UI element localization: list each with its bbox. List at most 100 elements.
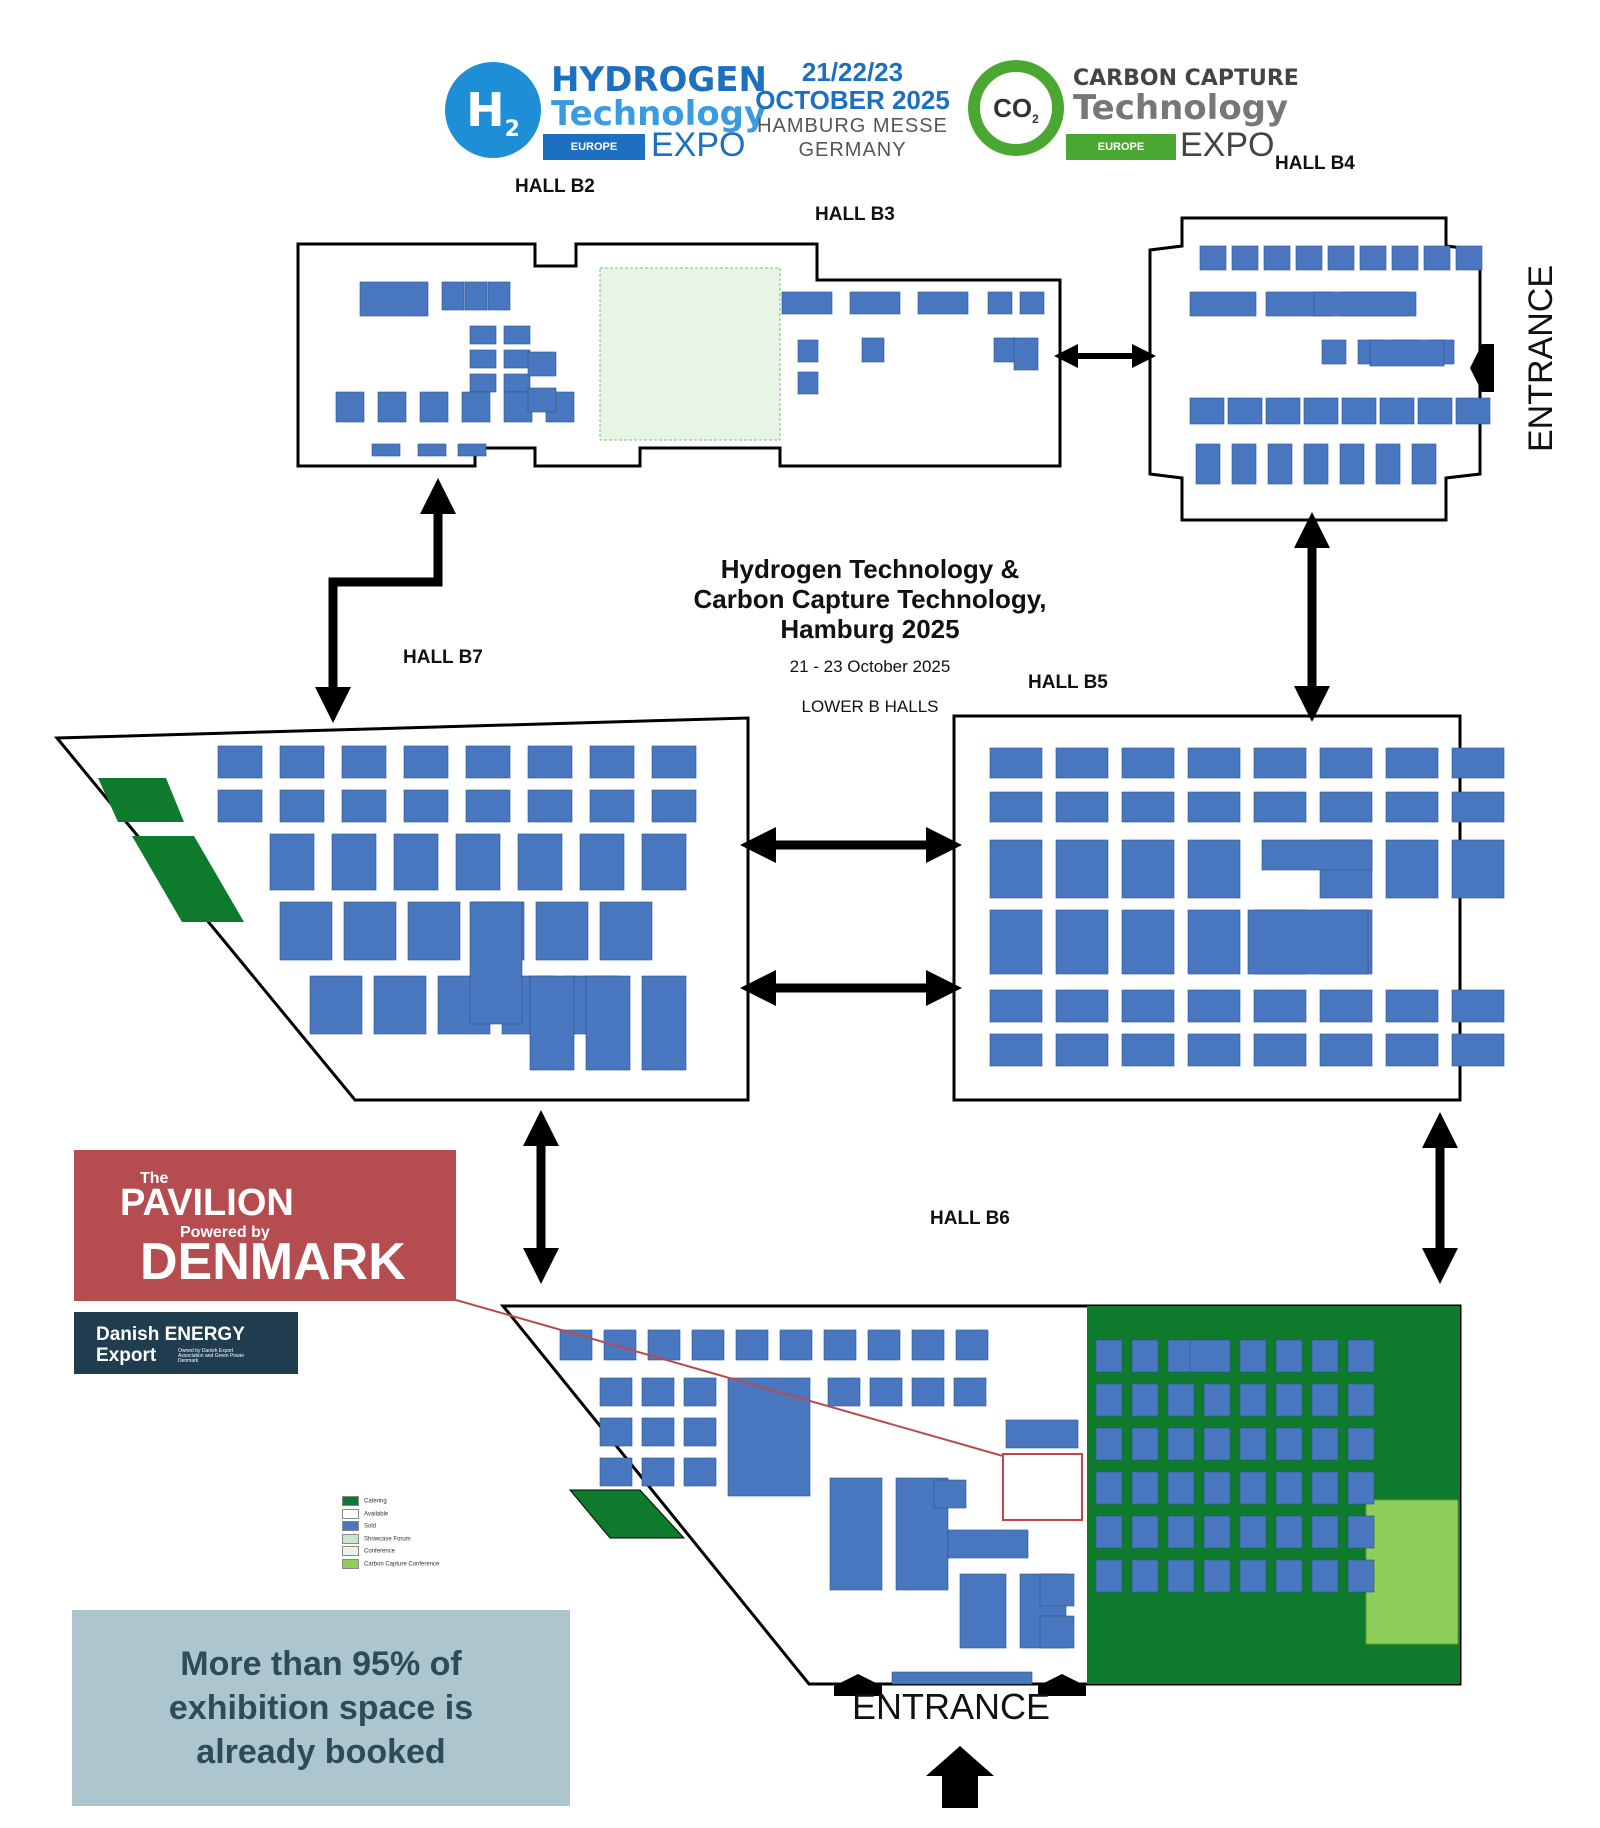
booth[interactable] (691, 1329, 725, 1361)
booth[interactable] (1347, 1559, 1375, 1593)
booth[interactable] (373, 975, 427, 1035)
booth[interactable] (1253, 989, 1307, 1023)
booth[interactable] (403, 789, 449, 823)
booth[interactable] (465, 745, 511, 779)
booth[interactable] (1055, 839, 1109, 899)
booth[interactable] (417, 443, 447, 457)
booth[interactable] (1121, 747, 1175, 779)
booth[interactable] (989, 747, 1043, 779)
booth[interactable] (1261, 839, 1373, 871)
booth[interactable] (641, 1377, 675, 1407)
booth[interactable] (1275, 1427, 1303, 1461)
booth[interactable] (585, 975, 631, 1071)
booth[interactable] (1385, 1033, 1439, 1067)
booth[interactable] (641, 975, 687, 1071)
booth[interactable] (487, 281, 511, 311)
booth[interactable] (683, 1377, 717, 1407)
booth[interactable] (455, 833, 501, 891)
booth[interactable] (727, 1377, 811, 1497)
booth[interactable] (1055, 1033, 1109, 1067)
booth[interactable] (1013, 337, 1039, 371)
booth[interactable] (1095, 1339, 1123, 1373)
booth[interactable] (589, 789, 635, 823)
booth[interactable] (217, 745, 263, 779)
booth[interactable] (1121, 791, 1175, 823)
booth[interactable] (911, 1377, 945, 1407)
booth[interactable] (599, 1377, 633, 1407)
booth[interactable] (1341, 397, 1377, 425)
booth[interactable] (1189, 291, 1257, 317)
booth[interactable] (1385, 747, 1439, 779)
booth[interactable] (641, 1417, 675, 1447)
booth[interactable] (1203, 1471, 1231, 1505)
booth[interactable] (1369, 339, 1445, 367)
booth[interactable] (503, 349, 531, 369)
booth[interactable] (279, 745, 325, 779)
booth[interactable] (651, 745, 697, 779)
booth[interactable] (1347, 1471, 1375, 1505)
booth[interactable] (1455, 245, 1483, 271)
booth[interactable] (1095, 1515, 1123, 1549)
booth[interactable] (933, 1479, 967, 1509)
booth[interactable] (781, 291, 833, 315)
booth[interactable] (461, 391, 491, 423)
booth[interactable] (1417, 397, 1453, 425)
booth[interactable] (403, 745, 449, 779)
booth[interactable] (1203, 1427, 1231, 1461)
booth[interactable] (641, 1457, 675, 1487)
booth[interactable] (1167, 1383, 1195, 1417)
booth[interactable] (647, 1329, 681, 1361)
booth[interactable] (1231, 245, 1259, 271)
booth[interactable] (503, 391, 533, 423)
booth[interactable] (1451, 839, 1505, 899)
booth[interactable] (1275, 1471, 1303, 1505)
booth[interactable] (1095, 1383, 1123, 1417)
booth[interactable] (589, 745, 635, 779)
booth[interactable] (1167, 1339, 1195, 1373)
booth[interactable] (1187, 909, 1241, 975)
booth[interactable] (1311, 1559, 1339, 1593)
booth[interactable] (1385, 791, 1439, 823)
booth[interactable] (1203, 1559, 1231, 1593)
booth[interactable] (377, 391, 407, 423)
booth[interactable] (1385, 839, 1439, 899)
booth[interactable] (1295, 245, 1323, 271)
booth[interactable] (599, 1457, 633, 1487)
booth[interactable] (1187, 791, 1241, 823)
booth[interactable] (469, 349, 497, 369)
booth[interactable] (1039, 1573, 1075, 1607)
booth[interactable] (1121, 909, 1175, 975)
booth[interactable] (829, 1477, 883, 1591)
booth[interactable] (989, 909, 1043, 975)
booth[interactable] (441, 281, 465, 311)
booth[interactable] (1187, 839, 1241, 899)
booth[interactable] (797, 371, 819, 395)
booth[interactable] (1275, 1383, 1303, 1417)
booth[interactable] (1039, 1615, 1075, 1649)
booth[interactable] (579, 833, 625, 891)
booth[interactable] (989, 989, 1043, 1023)
booth[interactable] (779, 1329, 813, 1361)
booth[interactable] (1263, 245, 1291, 271)
booth[interactable] (1121, 1033, 1175, 1067)
booth[interactable] (1303, 397, 1339, 425)
booth[interactable] (1239, 1427, 1267, 1461)
booth[interactable] (1239, 1515, 1267, 1549)
booth[interactable] (869, 1377, 903, 1407)
booth[interactable] (1319, 791, 1373, 823)
booth[interactable] (1451, 747, 1505, 779)
booth[interactable] (503, 325, 531, 345)
ammonia-technology-zone[interactable] (599, 267, 781, 441)
booth[interactable] (407, 901, 461, 961)
booth[interactable] (527, 789, 573, 823)
booth[interactable] (989, 1033, 1043, 1067)
booth[interactable] (1311, 1427, 1339, 1461)
booth[interactable] (1095, 1427, 1123, 1461)
booth[interactable] (823, 1329, 857, 1361)
booth[interactable] (1121, 839, 1175, 899)
booth[interactable] (953, 1377, 987, 1407)
booth[interactable] (1359, 245, 1387, 271)
booth[interactable] (947, 1529, 1029, 1559)
booth[interactable] (335, 391, 365, 423)
booth[interactable] (911, 1329, 945, 1361)
